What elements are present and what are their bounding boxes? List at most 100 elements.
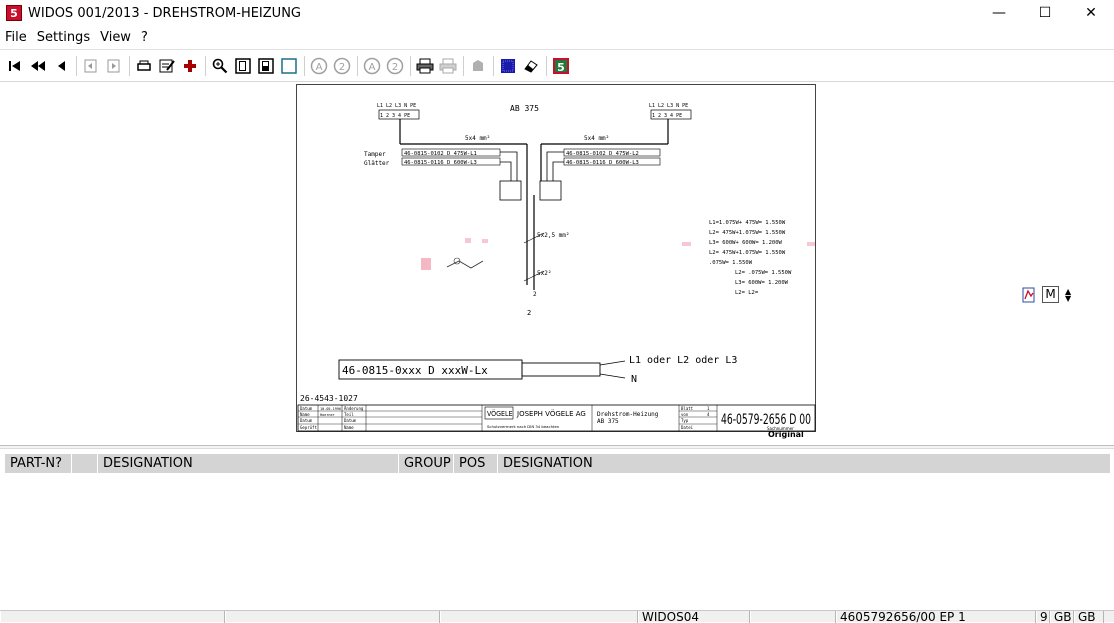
sheet-label: Blatt [681, 406, 694, 411]
menu-view[interactable]: View [100, 30, 131, 45]
add-red-cross-icon[interactable] [179, 55, 201, 77]
printer-disabled-icon[interactable] [437, 55, 459, 77]
print-list-icon[interactable] [133, 55, 155, 77]
toolbar-separator [357, 55, 358, 76]
maximize-button[interactable]: ☐ [1038, 5, 1052, 21]
col-pos[interactable]: POS [454, 454, 498, 473]
window-controls: — ☐ ✕ [976, 0, 1114, 26]
close-button[interactable]: ✕ [1085, 5, 1097, 21]
m-button[interactable]: M [1042, 286, 1059, 303]
circle-a2-icon[interactable]: A [361, 55, 383, 77]
status-bar: WIDOS04 4605792656/00 EP 1 9 GB GB [0, 610, 1114, 623]
load-row: L2= 475W+1.075W= 1.550W [709, 250, 786, 256]
col-designation-2[interactable]: DESIGNATION [503, 456, 593, 471]
title-block [297, 404, 816, 432]
tb-col2: Hoerner [320, 413, 335, 417]
load-row: L2= L2= [735, 290, 759, 296]
load-row: L3= 600W= 1.200W [735, 280, 789, 286]
cable-left-label: 5x4 mm² [465, 135, 490, 142]
protection-note: Schutzvermerk nach DIN 34 beachten [487, 424, 560, 429]
tb-col1: Datum [300, 406, 313, 411]
blue-grid-icon[interactable] [497, 55, 519, 77]
part-left-2: 46-0815-0116 D 600W-L3 [404, 160, 477, 166]
zoom-icon[interactable] [209, 55, 231, 77]
part-right-1: 46-0815-0102 D 475W-L2 [566, 151, 639, 157]
tb-col3: Datum [344, 418, 357, 423]
widos-icon[interactable]: 5 [550, 55, 572, 77]
page-icon[interactable] [1022, 287, 1036, 303]
circle-2b-icon[interactable]: 2 [384, 55, 406, 77]
first-page-icon[interactable] [4, 55, 26, 77]
tb-col3: Änderung [344, 406, 364, 411]
sheet-value: 4 [707, 412, 710, 417]
page-view-icon[interactable] [232, 55, 254, 77]
scroll-arrows-icon[interactable]: ▲ ▼ [1065, 286, 1072, 303]
page-select-icon[interactable] [255, 55, 277, 77]
part-box [563, 157, 661, 166]
doc-number: 46-0579-2656 D 00 [721, 412, 811, 428]
edit-list-icon[interactable] [156, 55, 178, 77]
frame-icon[interactable] [278, 55, 300, 77]
splitter[interactable] [0, 445, 1114, 449]
company-name: JOSEPH VÖGELE AG [516, 409, 586, 418]
status-cell [750, 611, 836, 623]
load-row: L1=1.075W+ 475W= 1.550W [709, 220, 786, 226]
toolbar-separator [410, 55, 411, 76]
label-glaetter: Glätter [364, 160, 390, 167]
phase-label: L1 oder L2 oder L3 [629, 355, 737, 366]
status-cell: WIDOS04 [638, 611, 750, 623]
drawing-title: AB 375 [510, 104, 539, 113]
previous-icon[interactable] [50, 55, 72, 77]
svg-text:A: A [316, 62, 323, 73]
part-box [563, 148, 661, 157]
desc-line1: Drehstrom-Heizung [597, 411, 659, 418]
status-cell: GB [1050, 611, 1074, 623]
eraser-icon[interactable] [520, 55, 542, 77]
junction-2b: 2 [527, 309, 531, 317]
sheet-label: von [681, 412, 689, 417]
tb-col1: Name [300, 412, 310, 417]
stamp-disabled-icon[interactable] [467, 55, 489, 77]
heater-symbol [446, 260, 484, 269]
previous-fast-icon[interactable] [27, 55, 49, 77]
circle-a-icon[interactable]: A [308, 55, 330, 77]
menu-help[interactable]: ? [140, 30, 148, 45]
toolbar-separator [76, 55, 77, 76]
drawing-viewer[interactable]: AB 375 L1 L2 L3 N PE 1 2 3 4 PE 5x4 mm² … [0, 83, 1114, 445]
printer-icon[interactable] [414, 55, 436, 77]
drawing-number: 26-4543-1027 [300, 394, 358, 403]
col-designation[interactable]: DESIGNATION [98, 454, 399, 473]
heater-symbol [453, 257, 461, 265]
menu-file[interactable]: File [5, 30, 27, 45]
col-part-number[interactable]: PART-N? [5, 454, 72, 473]
menu-settings[interactable]: Settings [36, 30, 91, 45]
parts-table-body[interactable] [5, 473, 1110, 609]
svg-text:2: 2 [392, 62, 398, 73]
back-disabled-icon[interactable] [80, 55, 102, 77]
part-left-1: 46-0815-0102 D 475W-L1 [404, 151, 477, 157]
col-group[interactable]: GROUP [399, 454, 454, 473]
redaction-mark [482, 239, 488, 243]
minimize-button[interactable]: — [992, 5, 1006, 21]
toolbar-separator [205, 55, 206, 76]
toolbar-separator [546, 55, 547, 76]
wire [523, 232, 545, 244]
forward-disabled-icon[interactable] [103, 55, 125, 77]
status-cell: 4605792656/00 EP 1 [836, 611, 1036, 623]
redaction-mark [421, 258, 431, 270]
junction-2a: 2 [533, 291, 537, 298]
left-terminal-block [378, 109, 420, 120]
parts-table-header: PART-N? DESIGNATION GROUP POS DESIGNATIO… [5, 454, 1110, 473]
cable-right-label: 5x4 mm² [584, 135, 609, 142]
wire [546, 151, 564, 181]
connector-box [499, 180, 522, 201]
sheet-label: Datei [681, 425, 694, 430]
circle-2-icon[interactable]: 2 [331, 55, 353, 77]
tb-col3: Name [344, 425, 354, 430]
col-blank[interactable] [72, 454, 98, 473]
cable-main-label: 5x2,5 mm² [537, 232, 570, 239]
right-terminal-labels: L1 L2 L3 N PE [649, 103, 688, 109]
heating-element-rod [521, 362, 601, 377]
desc-line2: AB 375 [597, 418, 619, 425]
toolbar-separator [463, 55, 464, 76]
